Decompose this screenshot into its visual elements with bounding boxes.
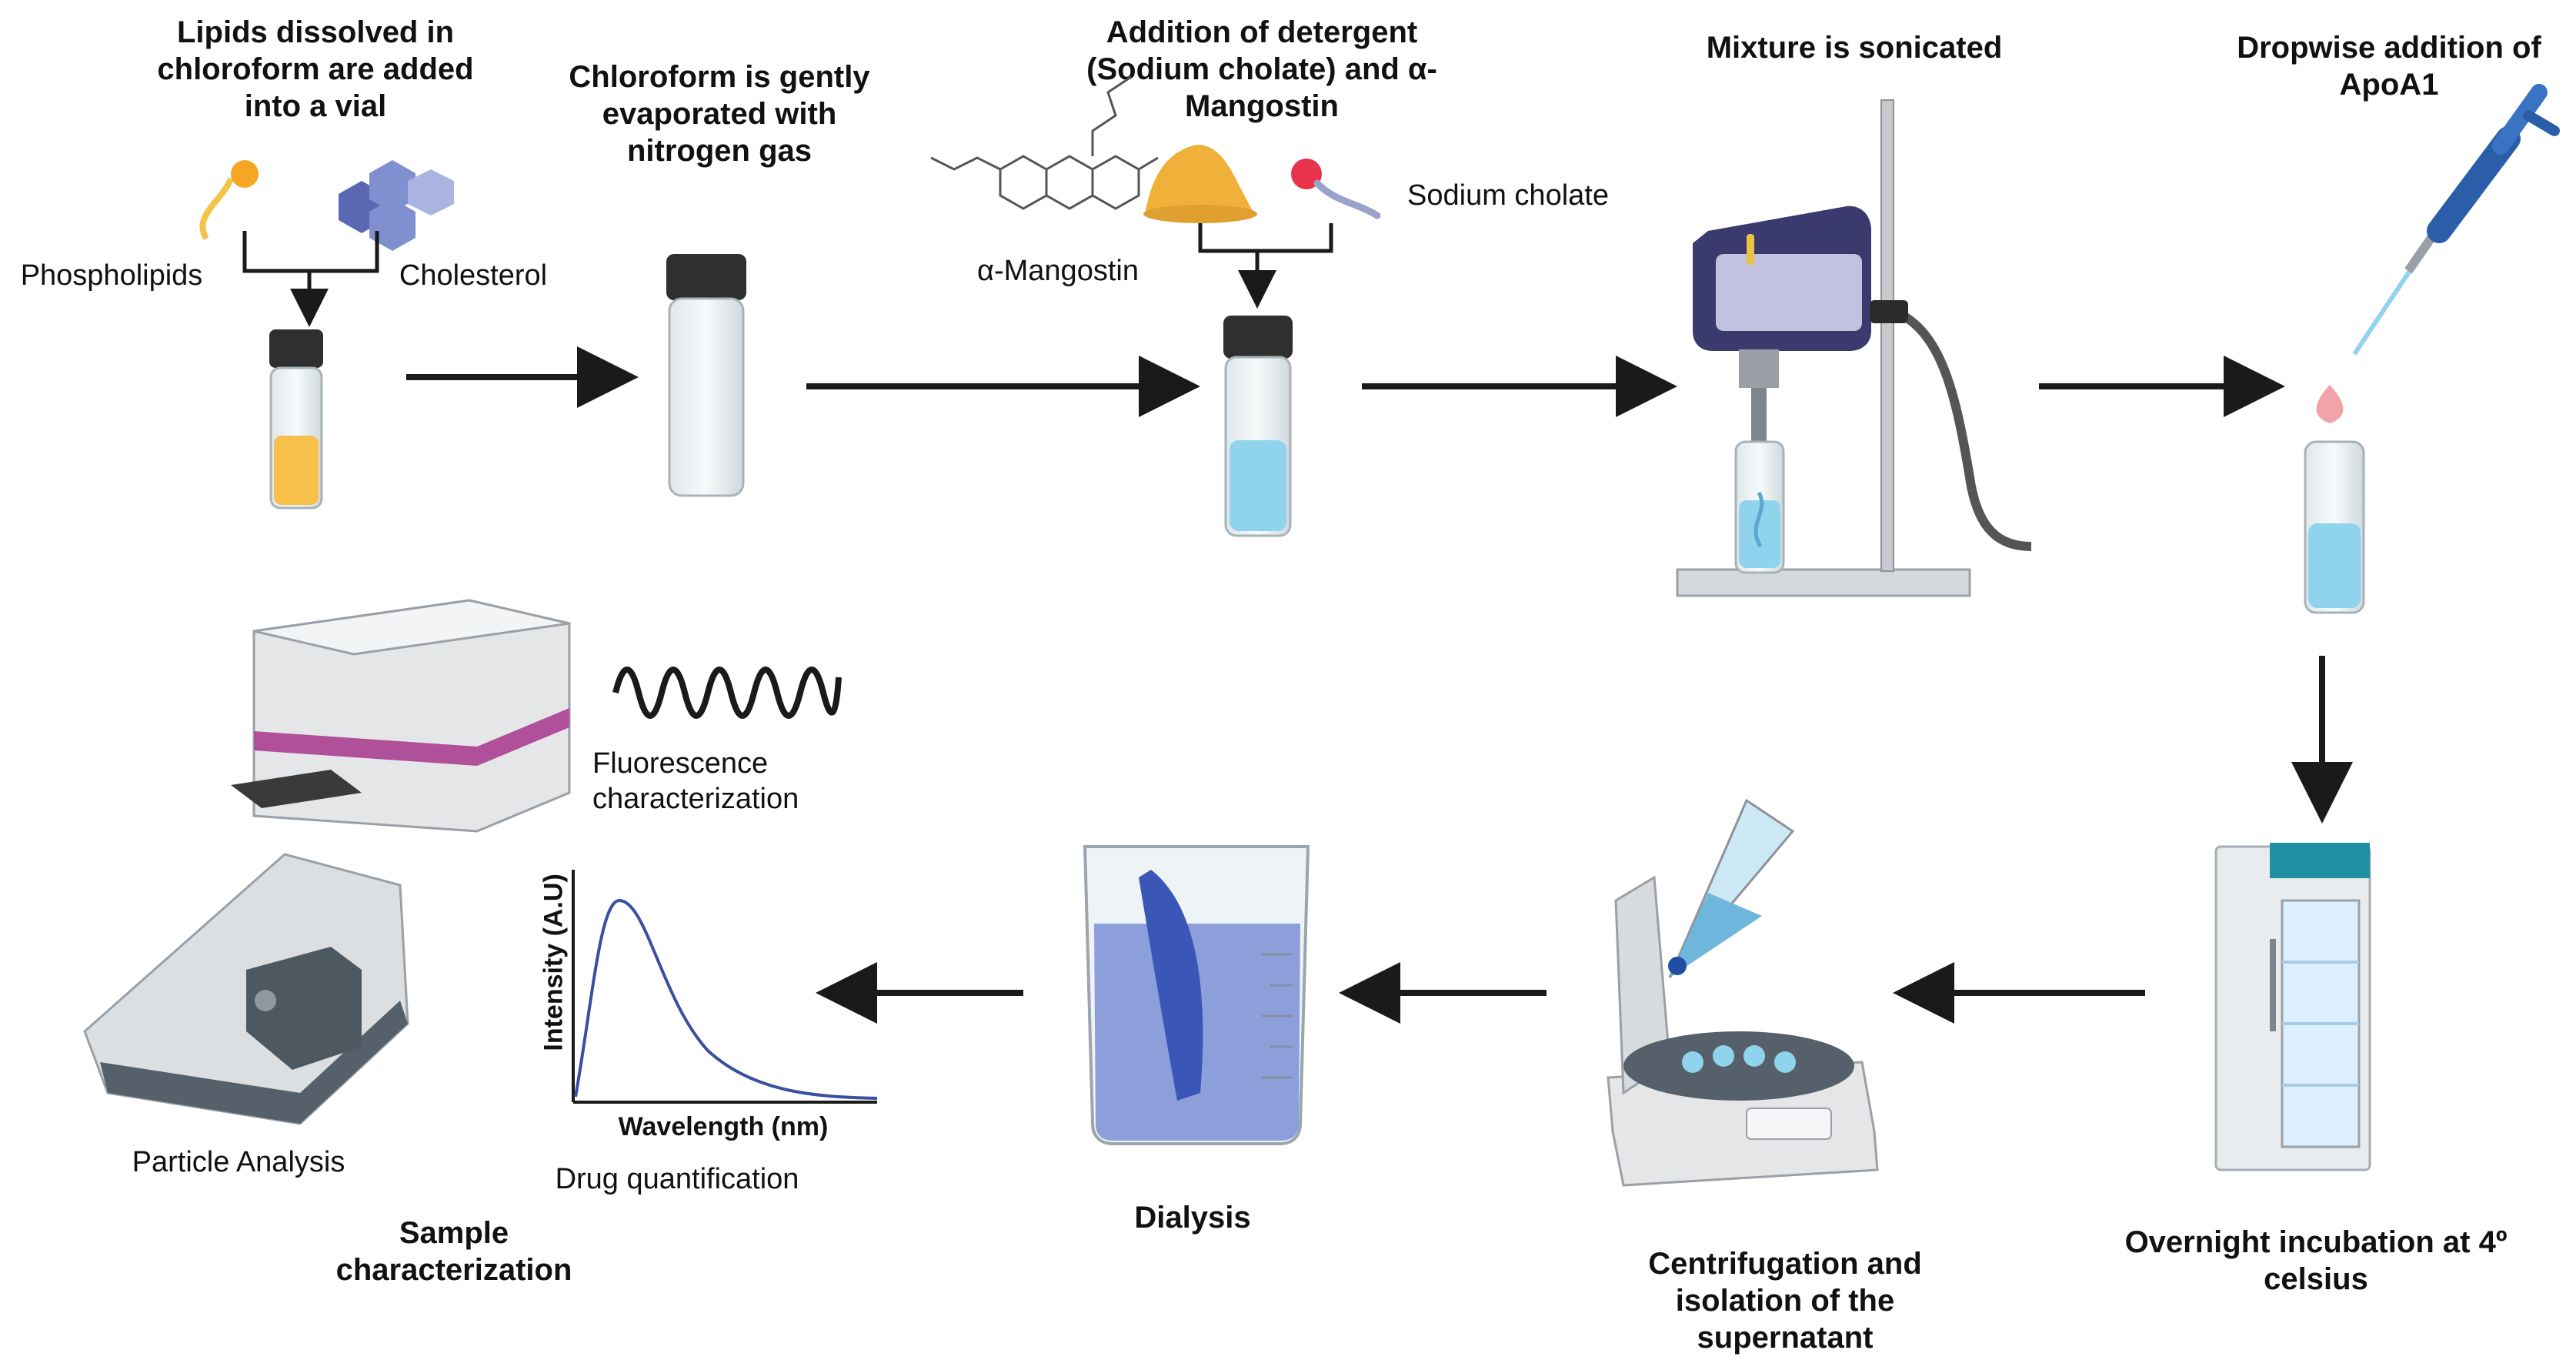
vial-blue [1223, 316, 1293, 537]
centrifuge-icon [1607, 798, 1879, 1187]
vial-apoa1 [2304, 440, 2365, 614]
drug-quantification-label: Drug quantification [555, 1163, 799, 1195]
mangostin-powder-icon [1143, 145, 1257, 223]
pipette-icon [2352, 84, 2560, 356]
phospholipid-icon [199, 160, 259, 241]
plot-x-label: Wavelength (nm) [618, 1112, 829, 1141]
spectrum-curve [574, 898, 878, 1100]
cholesterol-label: Cholesterol [399, 259, 548, 292]
step9-title: Sample characterization [335, 1216, 572, 1287]
fluorescence-wave-icon [612, 667, 842, 719]
vial-lipids [269, 329, 323, 510]
step7-title: Centrifugation and isolation of the supe… [1648, 1247, 1922, 1355]
vial-empty [666, 254, 746, 497]
step4-title: Mixture is sonicated [1706, 31, 2003, 65]
step1-title: Lipids dissolved in chloroform are added… [157, 15, 474, 123]
step8-title: Dialysis [1134, 1201, 1251, 1235]
step5-title: Dropwise addition of ApoA1 [2237, 31, 2541, 102]
merge-bracket-3 [1198, 223, 1333, 309]
cholesterol-icon [339, 160, 454, 251]
dialysis-beaker-icon [1083, 845, 1310, 1145]
plate-reader-icon [231, 599, 571, 833]
sodium-cholate-icon [1291, 159, 1381, 219]
refrigerator-icon [2214, 843, 2371, 1171]
step3-title: Addition of detergent (Sodium cholate) a… [1086, 15, 1437, 123]
step2-title: Chloroform is gently evaporated with nit… [569, 60, 870, 168]
fluorescence-label: Fluorescence characterization [592, 747, 799, 815]
step6-title: Overnight incubation at 4º celsius [2124, 1225, 2508, 1296]
mangostin-structure-icon [930, 75, 1159, 210]
sonicator-icon [1676, 99, 2032, 597]
particle-analysis-label: Particle Analysis [132, 1146, 345, 1178]
drug-quantification-plot [572, 870, 878, 1104]
mangostin-label: α-Mangostin [977, 255, 1139, 287]
sodium-cholate-label: Sodium cholate [1407, 179, 1609, 212]
phospholipids-label: Phospholipids [20, 259, 203, 292]
particle-analyzer-icon [83, 853, 409, 1125]
droplet-icon [2316, 385, 2344, 423]
merge-bracket-1 [242, 231, 379, 327]
